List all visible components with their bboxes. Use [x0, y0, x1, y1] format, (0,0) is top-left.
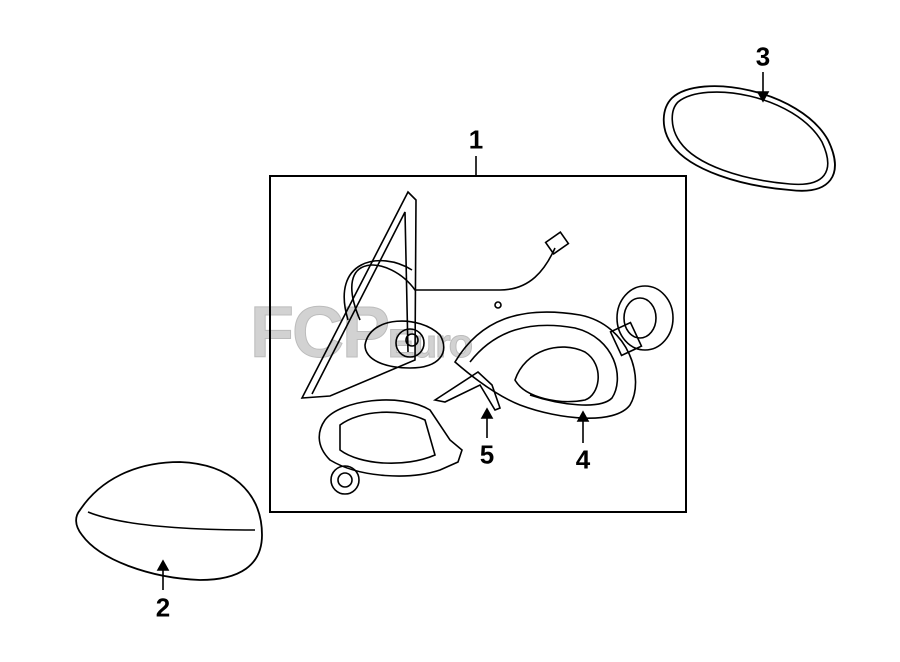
bracket [432, 370, 502, 411]
adjust-motor [609, 285, 674, 357]
callout-1: 1 [468, 124, 484, 155]
lower-housing [318, 399, 463, 495]
callout-5: 5 [479, 439, 495, 470]
callout-4: 4 [575, 444, 591, 475]
callout-3: 3 [755, 41, 771, 72]
mirror-cap [75, 461, 263, 581]
mirror-glass [662, 85, 836, 192]
mirror-housing [300, 190, 570, 399]
watermark-suffix: Euro [387, 322, 473, 367]
watermark-logo: FCPEuro [250, 292, 474, 374]
callout-2: 2 [155, 592, 171, 623]
mirror-glass-backing [453, 301, 637, 419]
watermark-brand: FCP [250, 293, 391, 374]
assembly-frame [269, 175, 687, 513]
